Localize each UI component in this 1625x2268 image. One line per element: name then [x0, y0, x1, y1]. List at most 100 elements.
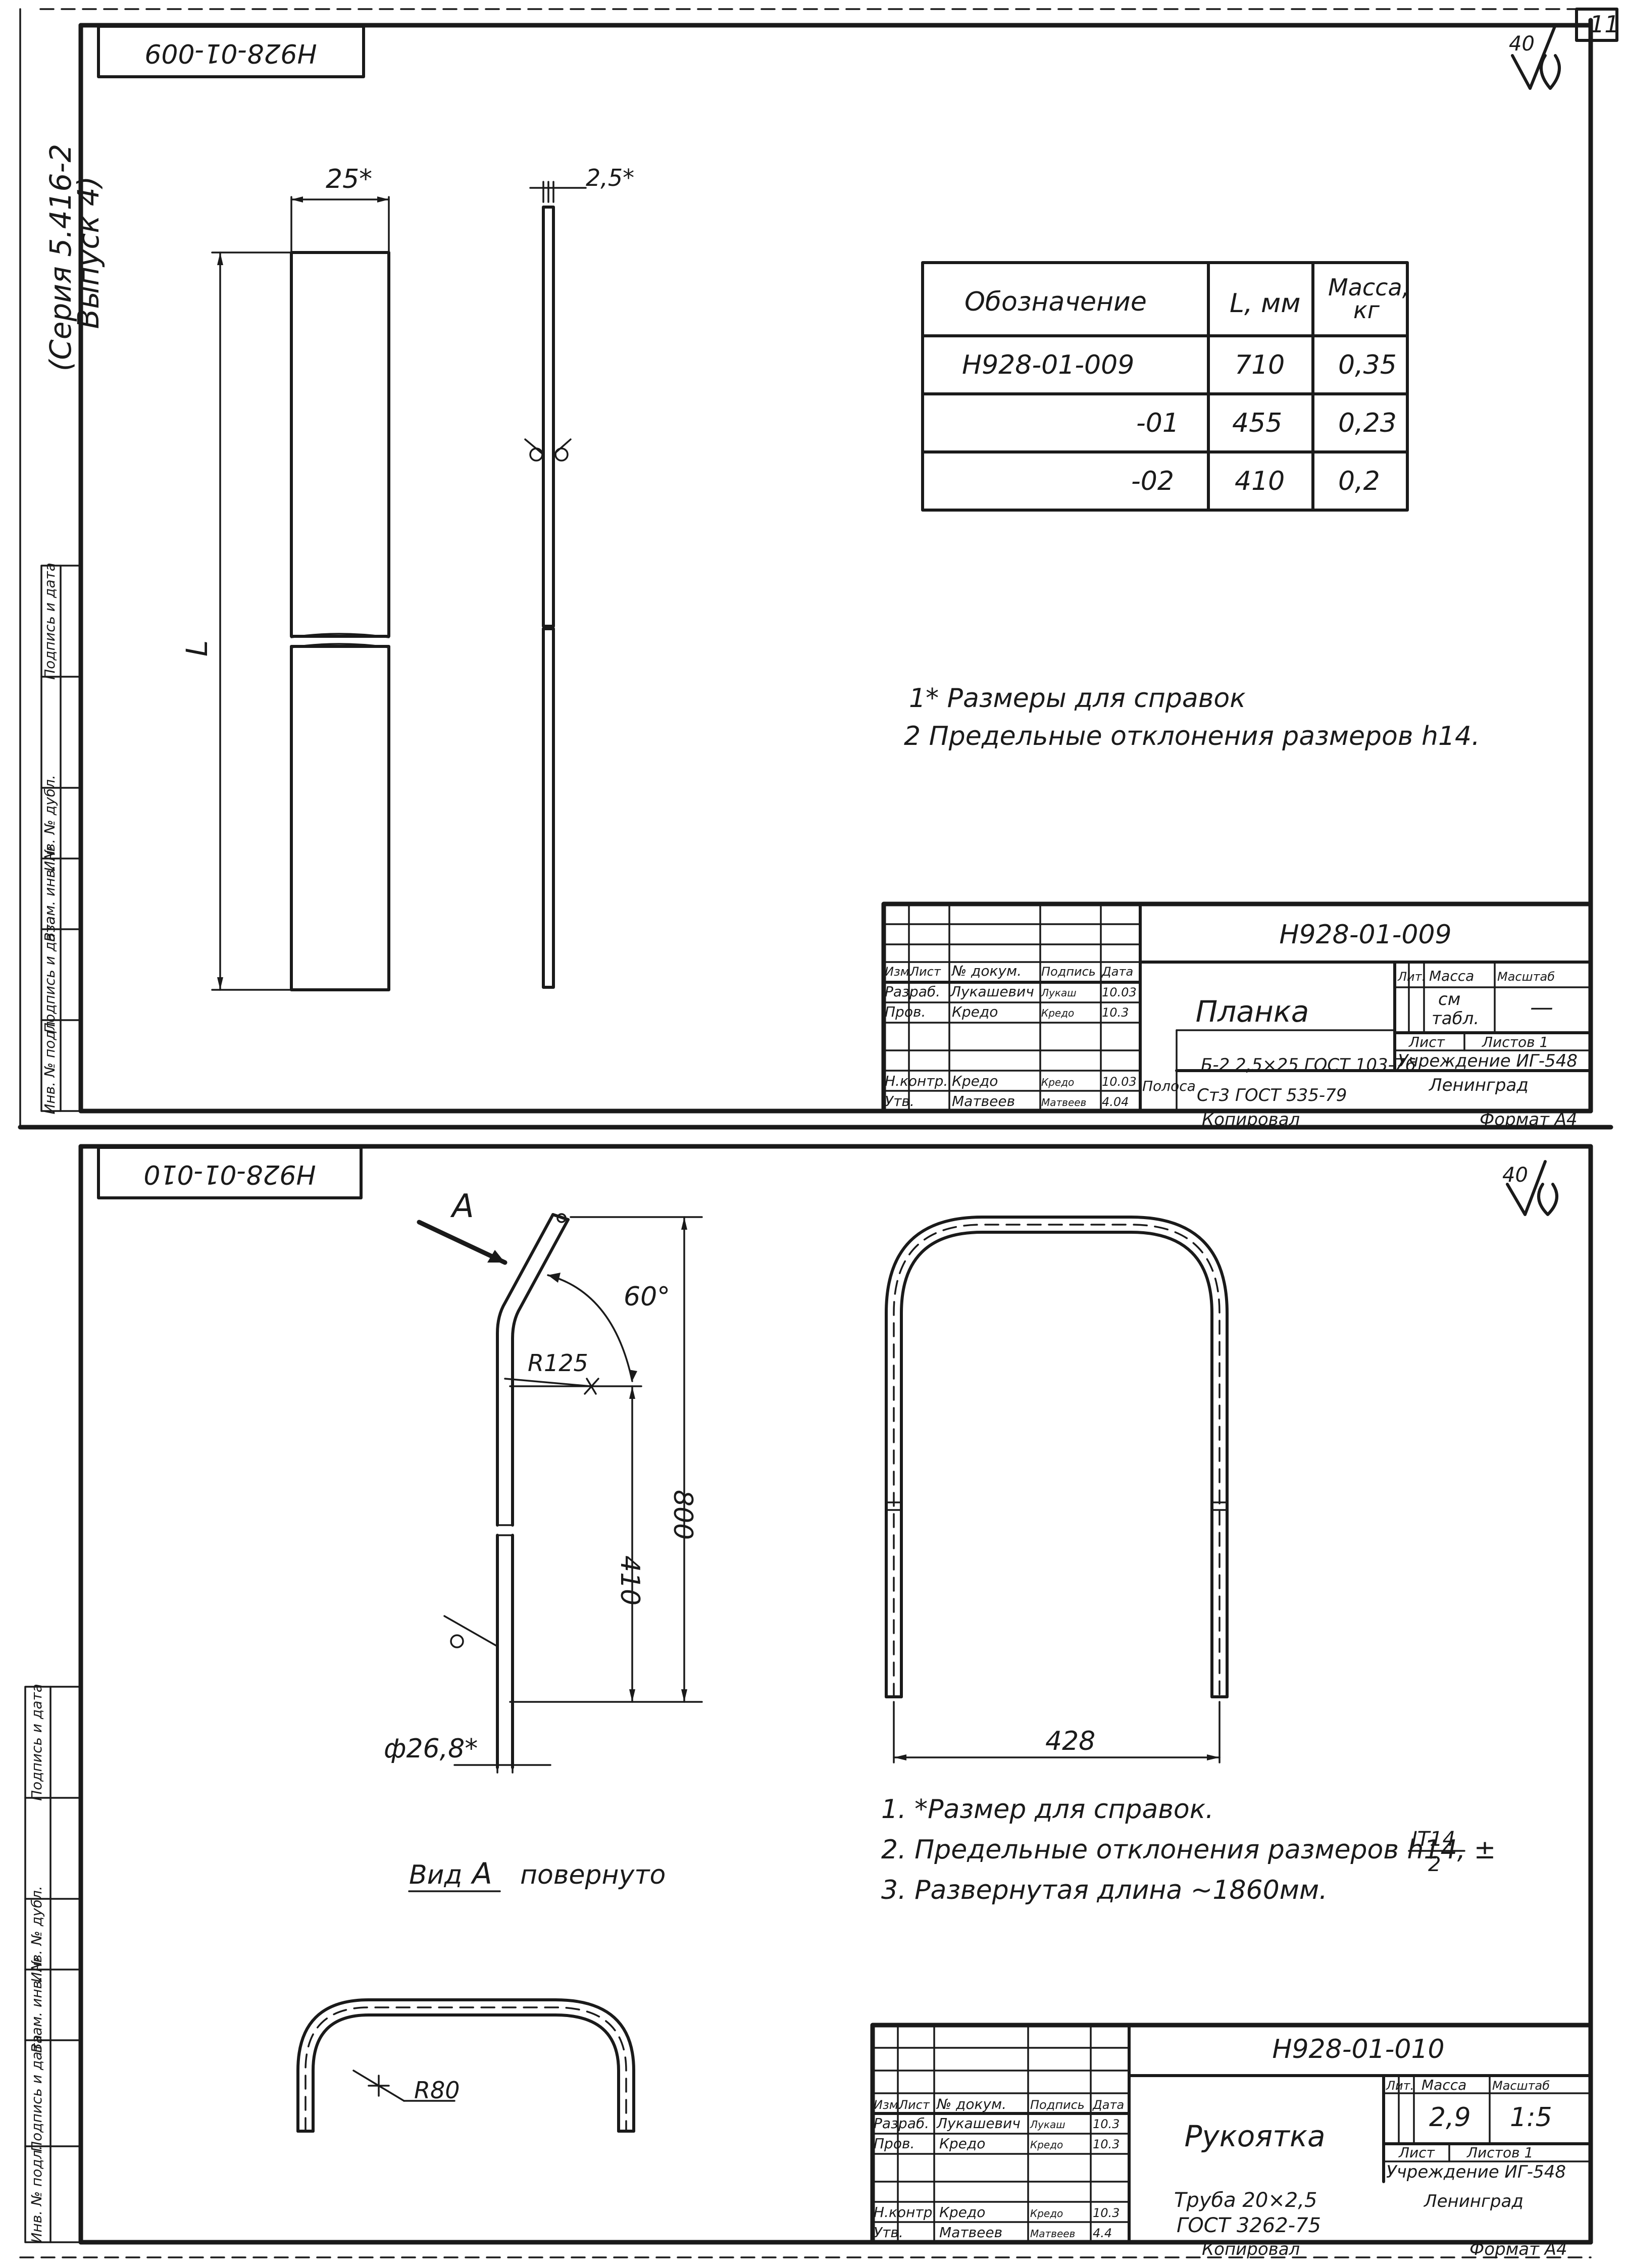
tb1-cell: Разраб. [885, 983, 940, 1000]
len-800-dim: 800 [668, 1490, 698, 1540]
tb1-cell: 10.03 [1102, 1075, 1137, 1089]
mass-table: Обозначение L, мм Масса, кг Н928-01-009 … [921, 261, 1409, 512]
tb1-sheet: Лист [1408, 1034, 1445, 1050]
tb1-hdr: Изм. [885, 965, 913, 979]
series-label: (Серия 5.416-2 Выпуск 4) [43, 144, 106, 372]
table-cell: 0,2 [1338, 466, 1380, 496]
tb2-cell: 4.4 [1093, 2226, 1112, 2240]
table-header-mass: Масса, [1328, 274, 1409, 301]
tb2-cell: Матвеев [1030, 2228, 1075, 2240]
tb2-cell: Разраб. [874, 2115, 929, 2132]
tb1-cell: 10.3 [1102, 1005, 1129, 1020]
tb1-cell: Кредо [1041, 1076, 1074, 1088]
tb2-sheet: Лист [1398, 2144, 1435, 2161]
tb2-hdr: Изм. [874, 2098, 902, 2112]
tb1-mass-h: Масса [1429, 968, 1474, 984]
sheet2-frame [19, 1144, 1593, 2258]
sheet2-side-stamp: Инв. № подл. Подпись и дата Взам. инв. №… [24, 1684, 82, 2243]
sheet2-note-1: 1. *Размер для справок. [881, 1794, 1214, 1825]
tb1-cell: Лукашевич [950, 983, 1034, 1000]
table-cell: 0,23 [1338, 408, 1397, 438]
sheet2-code-stamp-text: Н928-01-010 [143, 1159, 316, 1189]
tb2-hdr: Лист [898, 2098, 930, 2112]
tolerance-denominator: 2 [1428, 1853, 1441, 1876]
sheet1-notes: 1* Размеры для справок 2 Предельные откл… [904, 683, 1480, 751]
tb2-cell: Кредо [1030, 2207, 1063, 2220]
side-stamp-1: Инв. № подл. [41, 1017, 58, 1114]
table-header-designation: Обозначение [964, 287, 1147, 317]
tb1-scale-val: — [1530, 993, 1553, 1021]
tolerance-numerator: IT14 [1411, 1828, 1455, 1851]
sheet1-frame [18, 8, 1613, 1130]
tb2-scale-val: 1:5 [1510, 2102, 1552, 2133]
tb1-copied: Копировал [1202, 1110, 1300, 1130]
side-stamp-5: Подпись и дата [28, 1684, 45, 1801]
tb1-cell: Пров. [885, 1003, 926, 1020]
tb2-cell: Кредо [1030, 2139, 1063, 2151]
sheet1-title-block: Изм. Лист № докум. Подпись Дата Разраб. … [881, 901, 1593, 1130]
tb2-cell: Матвеев [939, 2224, 1002, 2241]
side-stamp-1: Инв. № подл. [28, 2145, 45, 2243]
handle-front-view: 428 [885, 1216, 1229, 1763]
tb2-cell: Утв. [874, 2224, 903, 2241]
strip-front-view: 25* L [180, 164, 390, 991]
tb2-code: Н928-01-010 [1272, 2034, 1444, 2064]
tb1-cell: Матвеев [952, 1093, 1015, 1110]
tb2-mass-val: 2,9 [1429, 2102, 1471, 2133]
tb2-cell: 10.3 [1093, 2117, 1120, 2131]
tb2-cell: Кредо [939, 2135, 985, 2152]
tb1-cell: Утв. [885, 1093, 915, 1110]
table-cell: 710 [1235, 350, 1285, 380]
tb1-cell: Кредо [1041, 1007, 1074, 1019]
tb2-org-2: Ленинград [1423, 2191, 1524, 2211]
tb1-code: Н928-01-009 [1279, 920, 1451, 950]
page-number-box: 11 [1575, 8, 1619, 42]
strip-length-dim: L [180, 640, 214, 657]
table-header-length: L, мм [1230, 288, 1301, 319]
side-stamp-4: Инв. № дубл. [28, 1886, 45, 1983]
tb2-lit: Лит. [1386, 2079, 1414, 2093]
tb2-scale-h: Масштаб [1492, 2079, 1550, 2093]
tb1-name: Планка [1196, 994, 1309, 1029]
tb1-cell: Лукаш [1041, 987, 1077, 999]
tb1-hdr: Подпись [1041, 965, 1096, 979]
view-a-drawing: R80 [296, 1998, 635, 2133]
tb1-scale-h: Масштаб [1497, 970, 1555, 984]
strip-thickness-dim: 2,5* [586, 164, 634, 191]
tb2-cell: 10.3 [1093, 2137, 1120, 2151]
tb1-material-label: Полоса [1142, 1078, 1196, 1094]
tb1-hdr: Лист [909, 965, 941, 979]
tb1-hdr: № докум. [951, 963, 1022, 979]
tb1-lit: Лит. [1397, 970, 1426, 984]
tb2-copied: Копировал [1202, 2239, 1300, 2259]
radius-80-dim: R80 [414, 2077, 460, 2104]
len-410-dim: 410 [615, 1555, 645, 1605]
width-428-dim: 428 [1045, 1726, 1095, 1756]
side-stamp-3: Взам. инв. № [41, 846, 58, 942]
tb2-hdr: Дата [1092, 2098, 1124, 2112]
tb1-cell: Кредо [952, 1073, 998, 1089]
view-caption-letter: А [470, 1856, 492, 1891]
tb2-name: Рукоятка [1184, 2119, 1325, 2153]
sheet1-code-stamp-text: Н928-01-009 [144, 38, 317, 68]
tb1-mass-2: табл. [1432, 1009, 1479, 1029]
tb2-cell: 10.3 [1093, 2206, 1120, 2220]
table-cell: -01 [1136, 408, 1179, 438]
tb1-material-1: Б-2 2,5×25 ГОСТ 103-76 [1201, 1055, 1416, 1075]
table-header-mass-unit: кг [1353, 296, 1380, 324]
side-stamp-4: Инв. № дубл. [41, 775, 58, 872]
tb1-cell: Матвеев [1041, 1096, 1086, 1108]
sheet2-note-3: 3. Развернутая длина ~1860мм. [881, 1875, 1328, 1905]
tb2-sheets: Листов 1 [1466, 2144, 1533, 2161]
handle-side-view: А 60° R125 410 800 ф26,8* [384, 1188, 703, 1774]
sheet1-code-stamp: Н928-01-009 [97, 25, 365, 78]
sheet2-roughness-symbol: 40 [1502, 1160, 1558, 1216]
sheet2-code-stamp: Н928-01-010 [97, 1146, 363, 1199]
side-stamp-2: Подпись и дата [41, 916, 58, 1033]
tb2-cell: Лукаш [1030, 2119, 1065, 2131]
diameter-dim: ф26,8* [384, 1734, 478, 1764]
tb2-format: Формат А4 [1469, 2239, 1567, 2259]
view-caption-rotated: повернуто [520, 1860, 666, 1890]
radius-dim: R125 [528, 1349, 588, 1377]
